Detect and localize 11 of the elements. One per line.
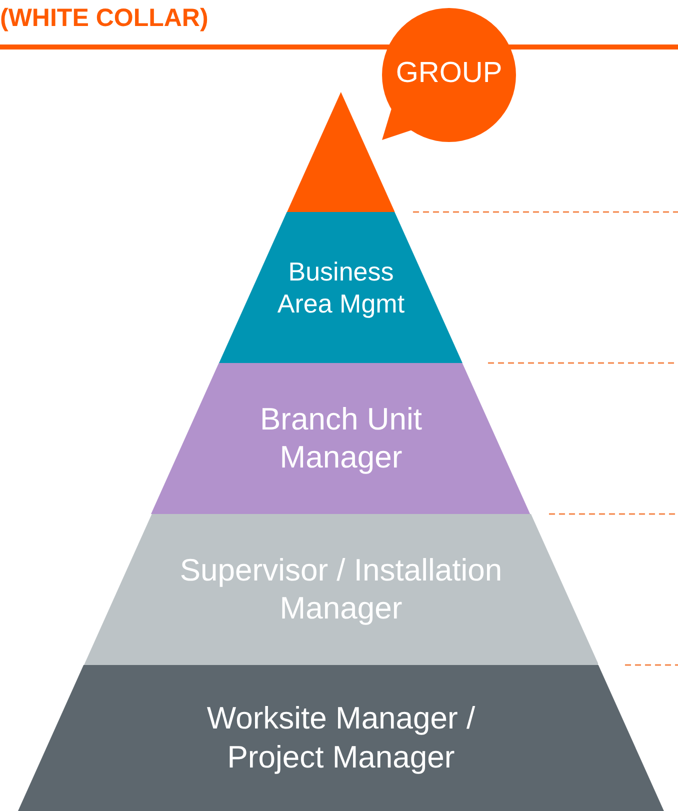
title: (WHITE COLLAR) [0, 4, 208, 33]
tier-label: Branch Unit Manager [259, 400, 423, 476]
tier-label: Worksite Manager / Project Manager [206, 699, 476, 776]
tier-label: Business Area Mgmt [276, 255, 406, 320]
tier-label: Supervisor / Installation Manager [178, 550, 504, 628]
pyramid-tier [84, 514, 598, 665]
pyramid-tier [18, 665, 664, 811]
pyramid-tier [219, 212, 463, 363]
bubble-label: GROUP [394, 59, 504, 88]
triangle-apex [287, 92, 395, 212]
pyramid-tier [151, 363, 531, 514]
